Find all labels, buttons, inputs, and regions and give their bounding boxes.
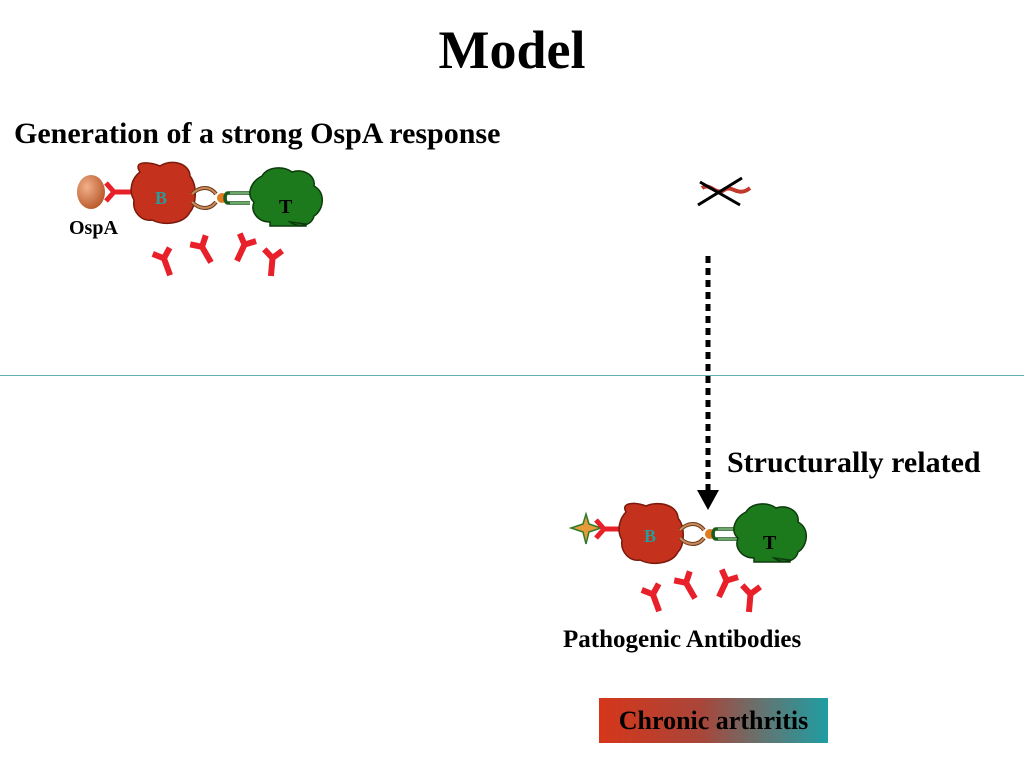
structurally-related-label: Structurally related <box>727 446 981 479</box>
mhc-tcr-link <box>678 522 740 546</box>
t-cell-shape <box>733 503 807 563</box>
chronic-arthritis-label: Chronic arthritis <box>618 705 809 735</box>
antibody <box>229 234 256 265</box>
slide-title: Model <box>438 20 586 80</box>
ospa-label: OspA <box>69 217 118 239</box>
crossed-out-peptide <box>697 176 752 207</box>
t-cell-label: T <box>279 196 293 218</box>
pathogenic-antibodies-label: Pathogenic Antibodies <box>563 626 802 653</box>
antibody <box>262 249 282 276</box>
antibody <box>153 248 179 279</box>
self-antigen-star <box>568 511 604 545</box>
b-cell-receptor <box>594 518 620 540</box>
b-cell-shape <box>618 502 684 565</box>
top-cell-complex: B T <box>77 161 323 227</box>
top-antibodies <box>153 234 282 279</box>
section-divider <box>0 375 1024 376</box>
b-cell-label: B <box>155 188 167 208</box>
t-cell-shape <box>249 167 323 227</box>
antibody <box>642 584 668 615</box>
antibody <box>711 570 738 601</box>
top-section-heading: Generation of a strong OspA response <box>14 117 501 150</box>
dotted-arrow <box>697 256 719 510</box>
b-cell-label: B <box>644 526 656 546</box>
mhc-tcr-link <box>190 186 252 210</box>
chronic-arthritis-box: Chronic arthritis <box>599 698 828 743</box>
antibody <box>190 235 219 267</box>
antibody <box>740 585 760 612</box>
ospa-antigen <box>77 175 105 209</box>
b-cell-shape <box>130 161 196 225</box>
antibody <box>674 571 703 603</box>
bottom-cell-complex: B T <box>568 502 807 565</box>
bottom-antibodies <box>642 570 760 615</box>
b-cell-receptor <box>104 181 134 203</box>
t-cell-label: T <box>763 532 777 554</box>
